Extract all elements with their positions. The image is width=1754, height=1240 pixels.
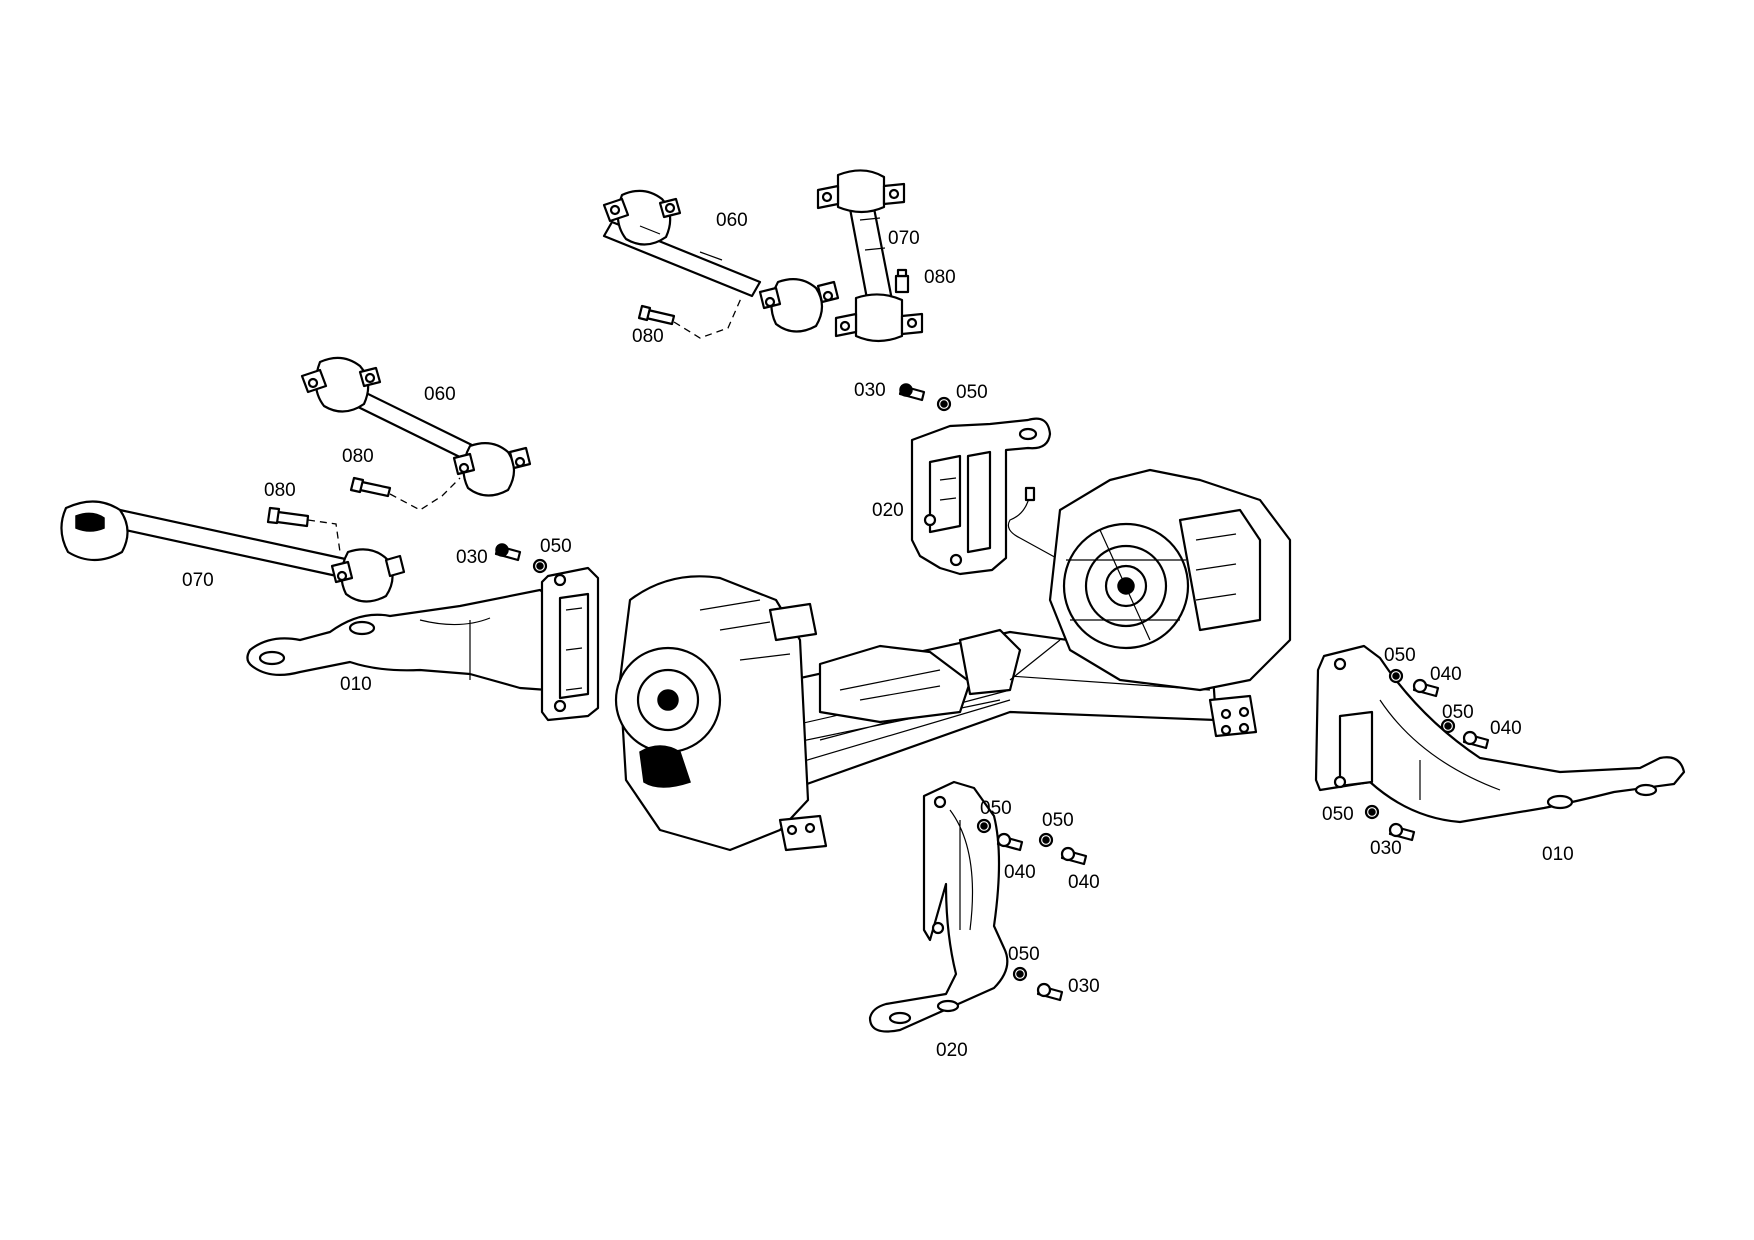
bolt-030-lower — [1036, 982, 1064, 1002]
bracket-010-left — [246, 566, 600, 722]
callout-040-lower-2: 040 — [1068, 872, 1100, 893]
callout-050-lower-2: 050 — [1042, 810, 1074, 831]
washer-050-right-1 — [1388, 668, 1404, 684]
callout-040-lower-1: 040 — [1004, 862, 1036, 883]
washer-050-left — [532, 558, 548, 574]
callout-050-right-2: 050 — [1442, 702, 1474, 723]
bracket-010-right — [1314, 644, 1686, 824]
callout-080-top-right: 080 — [924, 267, 956, 288]
bolt-080-upper-right — [894, 268, 910, 294]
callout-010-right: 010 — [1542, 844, 1574, 865]
callout-020-upper: 020 — [872, 500, 904, 521]
callout-020-lower: 020 — [936, 1040, 968, 1061]
bolt-030-upper — [898, 383, 926, 402]
sensor-cable — [1007, 486, 1061, 561]
callout-030-right: 030 — [1370, 838, 1402, 859]
bracket-020-lower — [868, 780, 1009, 1033]
callout-050-left: 050 — [540, 536, 572, 557]
callout-070-lower: 070 — [182, 570, 214, 591]
callout-080-top-left: 080 — [632, 326, 664, 347]
callout-060-top: 060 — [716, 210, 748, 231]
callout-050-right-1: 050 — [1384, 645, 1416, 666]
callout-080-lower: 080 — [264, 480, 296, 501]
bolt-030-left — [494, 543, 522, 562]
torque-rod-070-upper — [816, 169, 924, 343]
washer-050-lower-3 — [1012, 966, 1028, 982]
callout-030-upper: 030 — [854, 380, 886, 401]
bolt-030-right — [1388, 822, 1416, 842]
bolt-040-lower-1 — [996, 832, 1024, 852]
bolt-040-right-2 — [1462, 730, 1490, 750]
bolt-080-middle — [349, 476, 461, 511]
washer-050-right-3 — [1364, 804, 1380, 820]
callout-050-right-3: 050 — [1322, 804, 1354, 825]
bolt-040-right-1 — [1412, 678, 1440, 698]
callout-030-left: 030 — [456, 547, 488, 568]
washer-050-lower-1 — [976, 818, 992, 834]
bolt-080-lower — [266, 506, 341, 553]
bracket-020-upper — [910, 417, 1052, 576]
callout-050-lower-1: 050 — [980, 798, 1012, 819]
torque-rod-060-middle — [300, 356, 532, 497]
torque-rod-060-upper — [602, 189, 840, 333]
washer-050-lower-2 — [1038, 832, 1054, 848]
callout-080-middle: 080 — [342, 446, 374, 467]
bolt-080-upper-left — [637, 295, 743, 339]
torque-rod-070-lower — [60, 500, 406, 603]
washer-050-upper — [936, 396, 952, 412]
washer-050-right-2 — [1440, 718, 1456, 734]
callout-030-lower: 030 — [1068, 976, 1100, 997]
callout-070-top: 070 — [888, 228, 920, 249]
bolt-040-lower-2 — [1060, 846, 1088, 866]
callout-050-upper: 050 — [956, 382, 988, 403]
callout-040-right-1: 040 — [1430, 664, 1462, 685]
callout-040-right-2: 040 — [1490, 718, 1522, 739]
callout-060-middle: 060 — [424, 384, 456, 405]
callout-010-left: 010 — [340, 674, 372, 695]
axle-assembly — [614, 468, 1292, 852]
callout-050-lower-3: 050 — [1008, 944, 1040, 965]
